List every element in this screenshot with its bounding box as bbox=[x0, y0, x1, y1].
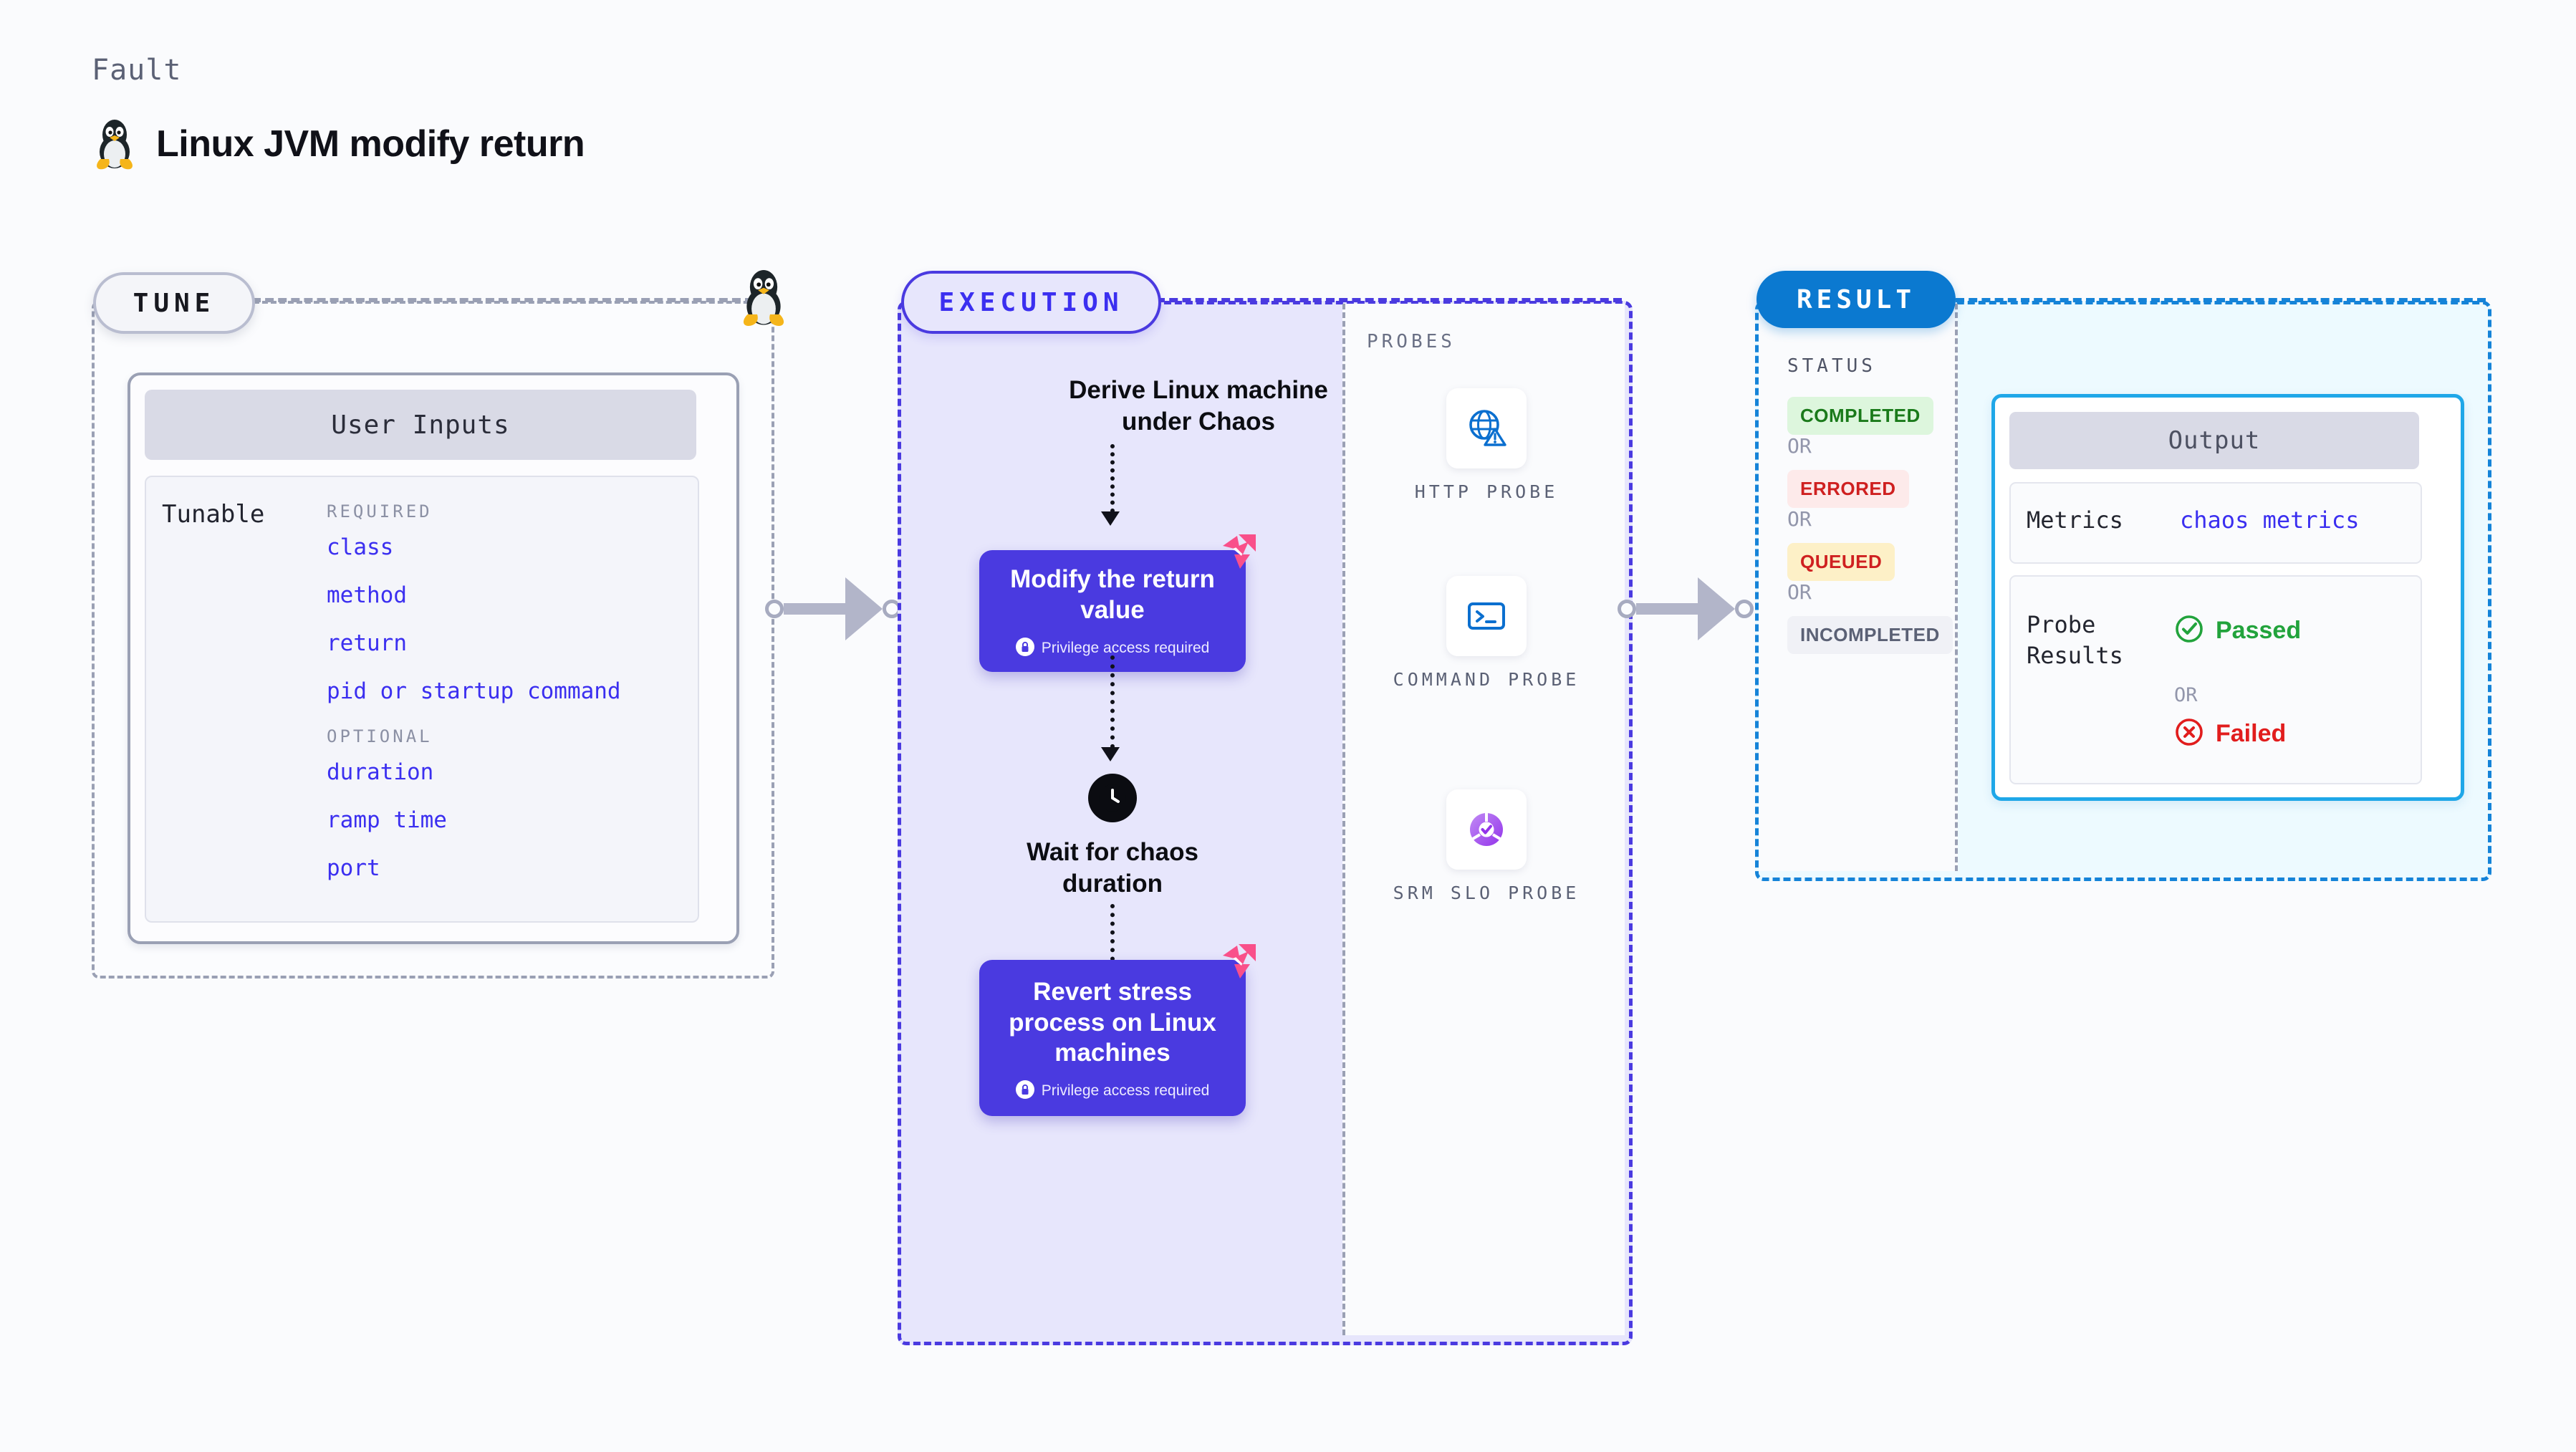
output-title: Output bbox=[2168, 426, 2261, 455]
tunable-item[interactable]: ramp time bbox=[327, 807, 447, 833]
metrics-row: Metrics chaos metrics bbox=[2009, 482, 2422, 564]
output-header: Output bbox=[2009, 412, 2419, 469]
tunable-item[interactable]: port bbox=[327, 855, 380, 881]
page-title-row: Linux JVM modify return bbox=[92, 115, 585, 173]
privilege-note: Privilege access required bbox=[1015, 637, 1210, 659]
flow-arrow-1 bbox=[1110, 444, 1119, 513]
lock-icon bbox=[1015, 1080, 1034, 1102]
lock-icon bbox=[1015, 637, 1034, 659]
tunable-list: REQUIRED class method return pid or startup … bbox=[327, 493, 685, 903]
probe-command[interactable]: COMMAND PROBE bbox=[1345, 576, 1628, 692]
flow-arrowhead-1 bbox=[1101, 511, 1120, 526]
execution-step-wait: Wait for chaos duration bbox=[912, 837, 1313, 900]
tune-badge[interactable]: TUNE bbox=[93, 272, 255, 334]
connector-tune-to-execution bbox=[765, 566, 901, 652]
connector-start-dot bbox=[765, 600, 784, 618]
status-or-label: OR bbox=[1787, 507, 1812, 531]
tunable-item[interactable]: class bbox=[327, 534, 394, 560]
execution-badge[interactable]: EXECUTION bbox=[901, 271, 1161, 334]
metrics-label: Metrics bbox=[2027, 506, 2123, 534]
execution-step-derive-line1: Derive Linux machine under Chaos bbox=[1069, 376, 1328, 436]
globe-warning-icon bbox=[1446, 388, 1527, 468]
connector-arrowhead bbox=[845, 577, 883, 640]
connector-end-dot bbox=[1735, 600, 1754, 618]
tunable-group-heading: OPTIONAL bbox=[327, 726, 433, 746]
flow-arrow-2 bbox=[1110, 655, 1119, 749]
probe-http-label: HTTP PROBE bbox=[1414, 481, 1559, 502]
status-badge: QUEUED bbox=[1787, 543, 1895, 581]
execution-badge-label: EXECUTION bbox=[938, 287, 1124, 317]
execution-step-wait-label: Wait for chaos duration bbox=[1027, 838, 1198, 898]
tunable-group-heading: REQUIRED bbox=[327, 501, 433, 521]
linux-tux-icon bbox=[738, 264, 789, 328]
check-circle-icon bbox=[2174, 614, 2204, 647]
execution-node-revert-stress[interactable]: Revert stress process on Linux machines … bbox=[979, 944, 1256, 1116]
connector-bar bbox=[784, 603, 848, 615]
linux-tux-icon bbox=[92, 115, 138, 173]
probe-result-passed: Passed bbox=[2174, 614, 2301, 647]
probes-column: PROBES HTTP PROBE COMMAND PROBE bbox=[1342, 304, 1625, 1335]
probe-srm-slo[interactable]: SRM SLO PROBE bbox=[1345, 789, 1628, 905]
connector-arrowhead bbox=[1698, 577, 1735, 640]
status-title: STATUS bbox=[1787, 355, 1876, 377]
page-eyebrow: Fault bbox=[92, 54, 182, 87]
connector-execution-to-result bbox=[1618, 566, 1754, 652]
tune-badge-label: TUNE bbox=[133, 288, 216, 318]
result-badge[interactable]: RESULT bbox=[1756, 271, 1956, 328]
probe-command-label: COMMAND PROBE bbox=[1393, 669, 1580, 690]
tune-connector-line bbox=[252, 298, 754, 302]
tunable-item[interactable]: method bbox=[327, 582, 407, 608]
page-title: Linux JVM modify return bbox=[156, 123, 585, 165]
probe-http[interactable]: HTTP PROBE bbox=[1345, 388, 1628, 504]
result-connector-line bbox=[1956, 298, 2486, 302]
privilege-note-label: Privilege access required bbox=[1041, 639, 1210, 656]
user-inputs-header: User Inputs bbox=[145, 390, 696, 460]
user-inputs-title: User Inputs bbox=[331, 410, 510, 440]
clock-icon bbox=[1088, 774, 1137, 822]
output-card: Output Metrics chaos metrics Probe Resul… bbox=[1991, 394, 2464, 801]
flow-arrowhead-2 bbox=[1101, 747, 1120, 761]
probe-srm-slo-label: SRM SLO PROBE bbox=[1393, 883, 1580, 903]
probe-results-label: Probe Results bbox=[2027, 611, 2123, 670]
status-or-label: OR bbox=[1787, 580, 1812, 604]
tunable-item[interactable]: duration bbox=[327, 759, 434, 785]
status-or-label: OR bbox=[1787, 434, 1812, 458]
execution-node-modify-return[interactable]: Modify the return value Privilege access… bbox=[979, 534, 1256, 672]
connector-start-dot bbox=[1618, 600, 1636, 618]
probes-title: PROBES bbox=[1367, 331, 1456, 352]
probe-result-failed: Failed bbox=[2174, 717, 2286, 750]
flow-arrow-3 bbox=[1110, 904, 1119, 979]
tunable-item[interactable]: pid or startup command bbox=[327, 678, 621, 704]
probe-result-passed-label: Passed bbox=[2216, 616, 2302, 644]
x-circle-icon bbox=[2174, 717, 2204, 750]
result-badge-label: RESULT bbox=[1796, 284, 1916, 314]
user-inputs-card: User Inputs Tunable REQUIRED class method r… bbox=[128, 372, 739, 944]
slo-donut-check-icon bbox=[1446, 789, 1527, 870]
probe-result-or: OR bbox=[2174, 684, 2198, 706]
status-badge: ERRORED bbox=[1787, 470, 1909, 508]
privilege-note-label: Privilege access required bbox=[1041, 1082, 1210, 1100]
terminal-icon bbox=[1446, 576, 1527, 656]
tunable-panel: Tunable REQUIRED class method return pid or … bbox=[145, 476, 699, 923]
litmus-logo-icon bbox=[1219, 941, 1259, 981]
tunable-label: Tunable bbox=[162, 500, 265, 529]
litmus-logo-icon bbox=[1219, 532, 1259, 572]
tunable-item[interactable]: return bbox=[327, 630, 407, 656]
status-badge: COMPLETED bbox=[1787, 397, 1933, 435]
status-badge: INCOMPLETED bbox=[1787, 616, 1953, 654]
connector-bar bbox=[1636, 603, 1701, 615]
execution-node-title: Revert stress process on Linux machines bbox=[1009, 977, 1216, 1067]
execution-node-title: Modify the return value bbox=[1010, 565, 1215, 624]
execution-connector-line bbox=[1156, 298, 1622, 302]
execution-step-derive: Derive Linux machine under Chaos bbox=[998, 375, 1399, 438]
privilege-note: Privilege access required bbox=[1015, 1080, 1210, 1102]
probe-result-failed-label: Failed bbox=[2216, 719, 2287, 747]
metrics-value[interactable]: chaos metrics bbox=[2180, 506, 2360, 534]
probe-results-row: Probe Results Passed OR Failed bbox=[2009, 575, 2422, 784]
